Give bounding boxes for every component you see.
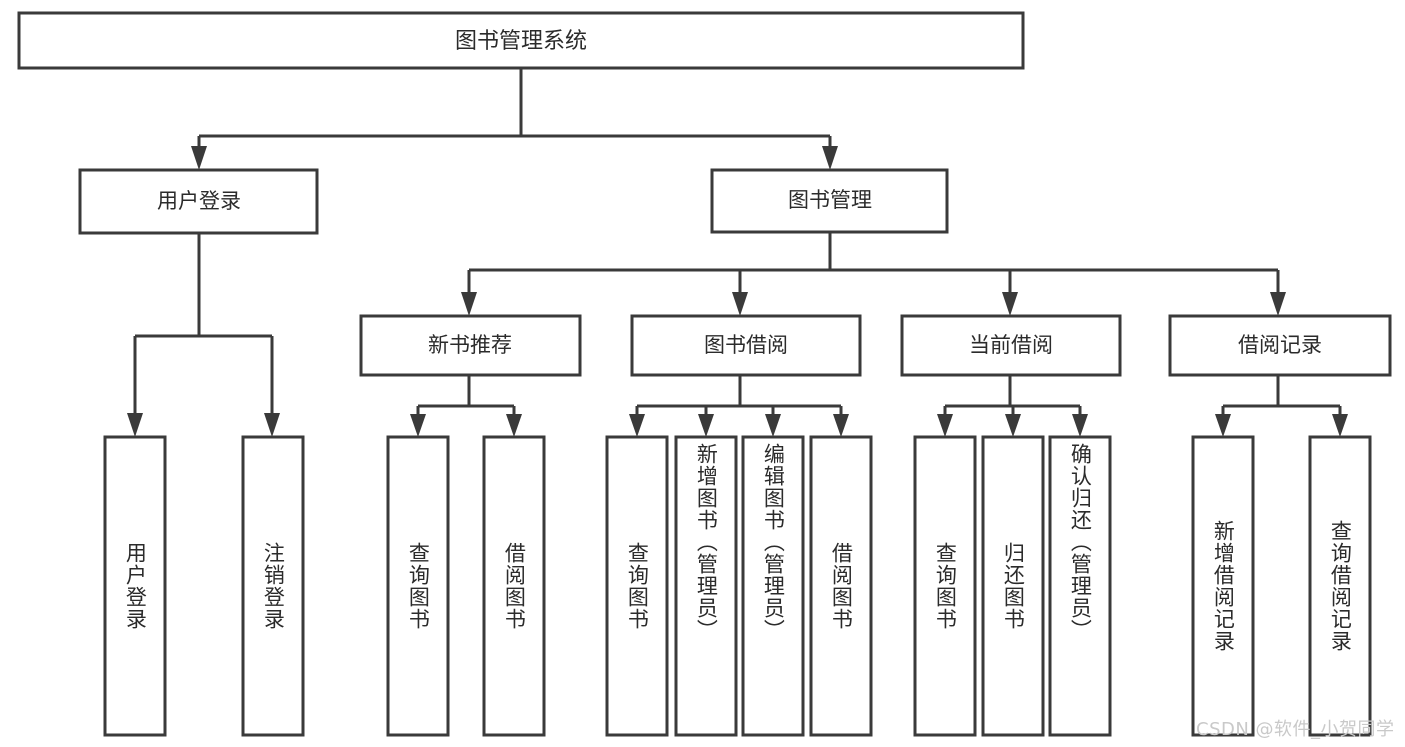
leaf-box-query-book-1[interactable] bbox=[386, 435, 450, 737]
arrow-head-current-borrow bbox=[1002, 292, 1018, 316]
arrow-head-leaf-query-book-2 bbox=[629, 414, 645, 437]
leaf-box-add-record[interactable] bbox=[1191, 435, 1255, 737]
node-book-manage-label: 图书管理 bbox=[788, 188, 872, 212]
leaf-box-user-login[interactable] bbox=[103, 435, 167, 737]
leaf-box-confirm-return[interactable] bbox=[1048, 435, 1112, 737]
arrow-head-leaf-logout bbox=[264, 413, 280, 437]
connector-group-book-manage bbox=[461, 232, 1286, 316]
node-book-borrow[interactable]: 图书借阅 bbox=[630, 314, 862, 377]
arrow-head-leaf-query-record bbox=[1332, 414, 1348, 437]
node-current-borrow[interactable]: 当前借阅 bbox=[900, 314, 1122, 377]
node-book-manage[interactable]: 图书管理 bbox=[710, 168, 949, 234]
node-current-borrow-box[interactable] bbox=[900, 314, 1122, 377]
arrow-head-leaf-add-book bbox=[698, 414, 714, 437]
node-current-borrow-label: 当前借阅 bbox=[969, 333, 1053, 357]
arrow-head-book-manage bbox=[822, 146, 838, 170]
leaf-box-logout[interactable] bbox=[241, 435, 305, 737]
connector-group-root bbox=[191, 68, 838, 170]
arrow-head-leaf-edit-book bbox=[765, 414, 781, 437]
node-new-book-recommend[interactable]: 新书推荐 bbox=[359, 314, 582, 377]
arrow-head-leaf-query-book-1 bbox=[410, 414, 426, 437]
leaf-box-query-book-2[interactable] bbox=[605, 435, 669, 737]
arrow-head-new-book-recommend bbox=[461, 292, 477, 316]
node-root-label: 图书管理系统 bbox=[455, 29, 587, 54]
connector-group-current-borrow-leaves bbox=[937, 375, 1088, 437]
node-user-login[interactable]: 用户登录 bbox=[78, 168, 319, 235]
arrow-head-book-borrow bbox=[732, 292, 748, 316]
connector-group-new-book-recommend-leaves bbox=[410, 375, 522, 437]
arrow-head-user-login bbox=[191, 146, 207, 170]
arrow-head-leaf-borrow-book-1 bbox=[506, 414, 522, 437]
leaf-box-borrow-book-2[interactable] bbox=[809, 435, 873, 737]
node-book-manage-box[interactable] bbox=[710, 168, 949, 234]
arrow-head-leaf-confirm-return bbox=[1072, 414, 1088, 437]
arrow-head-leaf-query-book-3 bbox=[937, 414, 953, 437]
arrow-head-leaf-return-book bbox=[1005, 414, 1021, 437]
node-user-login-label: 用户登录 bbox=[157, 189, 241, 213]
csdn-watermark: CSDN @软件_小贺同学 bbox=[1196, 719, 1395, 740]
leaf-box-borrow-book-1[interactable] bbox=[482, 435, 546, 737]
node-borrow-record[interactable]: 借阅记录 bbox=[1168, 314, 1392, 377]
node-borrow-record-label: 借阅记录 bbox=[1238, 333, 1322, 357]
node-book-borrow-label: 图书借阅 bbox=[704, 333, 788, 357]
node-new-book-recommend-label: 新书推荐 bbox=[428, 333, 512, 357]
node-root-box[interactable] bbox=[17, 11, 1025, 70]
node-book-borrow-box[interactable] bbox=[630, 314, 862, 377]
connector-group-borrow-record-leaves bbox=[1215, 375, 1348, 437]
arrow-head-borrow-record bbox=[1270, 292, 1286, 316]
leaf-box-group bbox=[103, 435, 1372, 737]
node-root[interactable]: 图书管理系统 bbox=[17, 11, 1025, 70]
leaf-box-query-record[interactable] bbox=[1308, 435, 1372, 737]
node-borrow-record-box[interactable] bbox=[1168, 314, 1392, 377]
node-user-login-box[interactable] bbox=[78, 168, 319, 235]
arrow-head-leaf-user-login bbox=[127, 413, 143, 437]
leaf-box-query-book-3[interactable] bbox=[913, 435, 977, 737]
arrow-head-leaf-borrow-book-2 bbox=[833, 414, 849, 437]
node-new-book-recommend-box[interactable] bbox=[359, 314, 582, 377]
leaf-box-return-book[interactable] bbox=[981, 435, 1045, 737]
leaf-box-edit-book[interactable] bbox=[741, 435, 805, 737]
arrow-head-leaf-add-record bbox=[1215, 414, 1231, 437]
leaf-box-add-book[interactable] bbox=[674, 435, 738, 737]
connector-group-user-login-leaves bbox=[127, 233, 280, 437]
connector-group-book-borrow-leaves bbox=[629, 375, 849, 437]
